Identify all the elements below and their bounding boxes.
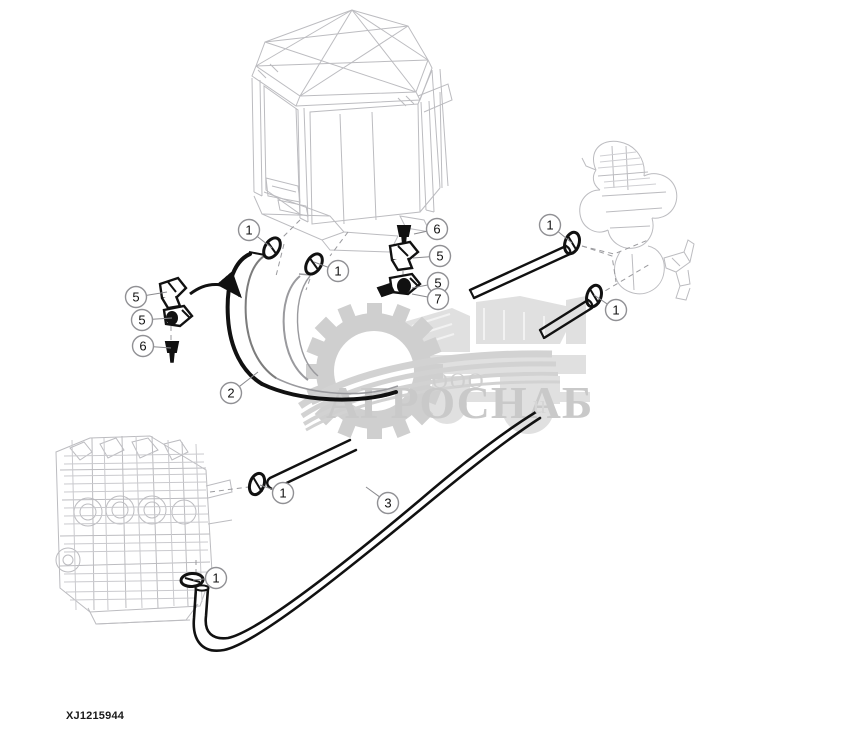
callout-circle: [130, 308, 154, 332]
callout-number: 5: [138, 313, 145, 328]
hose-clamps-group: [179, 230, 603, 589]
callout-balloon-1[interactable]: 1: [237, 218, 261, 242]
callout-leader-line: [146, 291, 168, 296]
callout-leader-lines: [146, 230, 608, 581]
callout-leader-line: [152, 317, 173, 320]
watermark-trailing-char: u: [533, 390, 546, 419]
callout-circle: [271, 481, 295, 505]
callout-circle: [428, 244, 452, 268]
callout-circle: [538, 213, 562, 237]
hose-stub-engine: [266, 438, 358, 491]
callout-circle: [237, 218, 261, 242]
callout-circle: [131, 334, 155, 358]
callout-balloon-1[interactable]: 1: [538, 213, 562, 237]
hose-clamp: [585, 283, 603, 309]
callout-circle: [124, 285, 148, 309]
callout-number: 1: [212, 571, 219, 586]
hose-clamp: [179, 571, 205, 589]
callout-leader-line: [557, 231, 573, 244]
callout-number: 1: [546, 218, 553, 233]
callout-leader-line: [192, 578, 206, 581]
hose-2-u-shaped: [225, 251, 399, 402]
watermark-group: ООО АГРОСНАБ: [298, 296, 593, 439]
hose-clip-bracket: [388, 240, 420, 272]
heater-core-bracket-assembly: [579, 140, 695, 301]
callout-leader-line: [153, 346, 172, 349]
callout-number: 5: [434, 276, 441, 291]
callout-balloon-6[interactable]: 6: [425, 217, 449, 241]
callout-balloon-1[interactable]: 1: [326, 259, 350, 283]
mounting-bolt: [164, 341, 180, 363]
callout-balloon-5[interactable]: 5: [124, 285, 148, 309]
callout-balloon-5[interactable]: 5: [130, 308, 154, 332]
callout-leader-line: [412, 256, 430, 259]
clip-spacer: [376, 282, 396, 298]
callout-balloon-7[interactable]: 7: [426, 287, 450, 311]
engine-block-assembly: [55, 435, 233, 625]
hose-clip-bracket: [162, 304, 194, 328]
callout-leader-line: [365, 486, 380, 498]
hose-right-upper: [468, 244, 572, 300]
watermark-company: АГРОСНАБ: [326, 377, 593, 428]
callout-circle: [204, 566, 228, 590]
callout-balloon-5[interactable]: 5: [428, 244, 452, 268]
hose-clip-bracket: [158, 276, 188, 310]
callout-leader-line: [413, 230, 427, 235]
callout-number: 5: [436, 249, 443, 264]
callout-number: 1: [612, 303, 619, 318]
callout-circle: [425, 217, 449, 241]
callout-circle: [604, 298, 628, 322]
clip-bracket-group-left: [158, 276, 194, 363]
hose-clamp: [247, 471, 267, 497]
callout-circle: [376, 491, 400, 515]
callout-circle: [326, 259, 350, 283]
callout-leader-line: [259, 484, 274, 491]
callout-balloon-6[interactable]: 6: [131, 334, 155, 358]
operator-cab-assembly: [251, 9, 453, 253]
assembly-direction-arrow: [189, 270, 242, 299]
callout-balloon-1[interactable]: 1: [204, 566, 228, 590]
callout-leader-line: [238, 371, 259, 387]
callout-leader-line: [256, 236, 273, 249]
callout-balloon-2[interactable]: 2: [219, 381, 243, 405]
callout-number: 5: [132, 290, 139, 305]
watermark-prefix: ООО: [432, 368, 486, 393]
callout-number: 1: [334, 264, 341, 279]
hose-3-long: [192, 410, 542, 652]
part-number-label: XJ1215944: [66, 710, 125, 722]
callout-balloon-1[interactable]: 1: [271, 481, 295, 505]
callout-number: 1: [245, 223, 252, 238]
callout-leader-line: [313, 261, 329, 268]
callout-number: 6: [139, 339, 146, 354]
callout-number: 1: [279, 486, 286, 501]
callout-number: 6: [433, 222, 440, 237]
callout-number: 3: [384, 496, 391, 511]
clip-bracket-group-center: [376, 225, 422, 298]
callout-balloon-1[interactable]: 1: [604, 298, 628, 322]
hose-clamp: [304, 252, 324, 276]
callout-number: 2: [227, 386, 234, 401]
callout-leader-line: [411, 284, 428, 289]
callout-balloon-3[interactable]: 3: [376, 491, 400, 515]
callout-leader-line: [411, 293, 428, 298]
callout-circle: [219, 381, 243, 405]
swoosh-lines: [298, 350, 561, 432]
callout-number: 7: [434, 292, 441, 307]
callout-circle: [426, 287, 450, 311]
hose-right-lower: [538, 298, 594, 340]
callout-leader-line: [593, 294, 608, 305]
